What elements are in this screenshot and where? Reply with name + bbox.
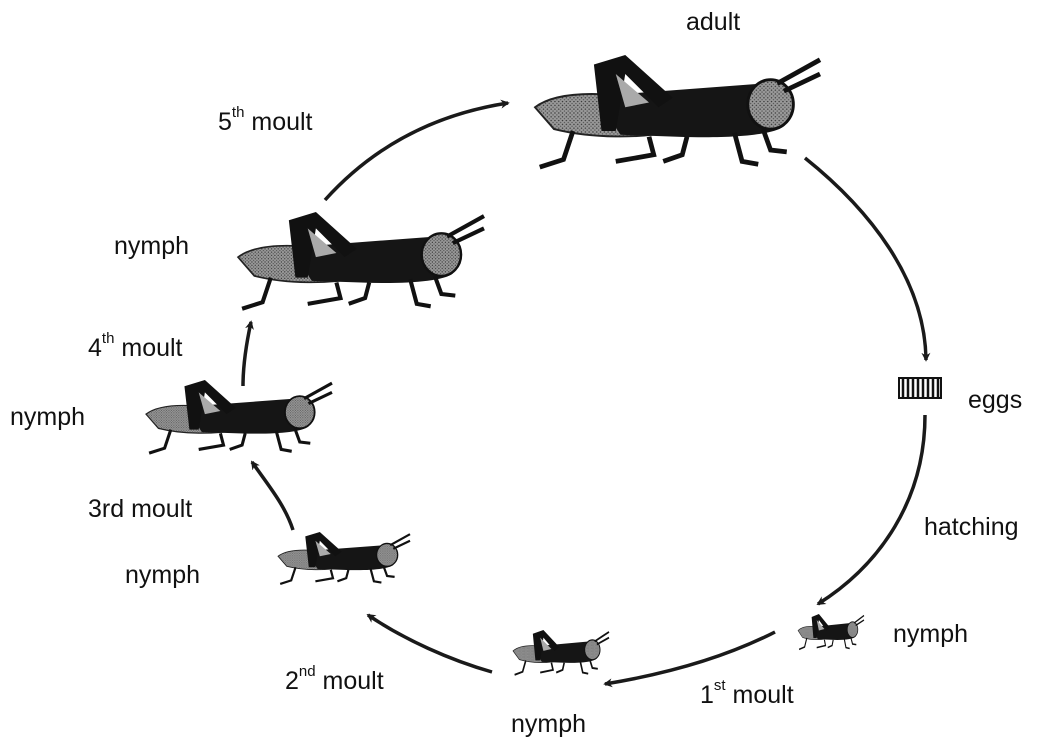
label-nymph-1: nymph bbox=[893, 622, 968, 647]
label-nymph-5: nymph bbox=[114, 234, 189, 259]
eggs-figure bbox=[899, 378, 941, 398]
third-nymph-figure bbox=[278, 532, 410, 584]
first-nymph-figure bbox=[798, 614, 864, 649]
label-eggs: eggs bbox=[968, 388, 1022, 413]
arrow-eggs-to-nymph bbox=[818, 415, 925, 604]
arrow-second-moult bbox=[368, 615, 492, 672]
label-fifth-moult: 5th moult bbox=[218, 110, 313, 135]
moult-number: 2 bbox=[285, 667, 299, 695]
moult-suffix: th bbox=[232, 104, 245, 121]
fifth-nymph-figure bbox=[238, 212, 484, 309]
moult-word: moult bbox=[251, 108, 312, 136]
label-hatching: hatching bbox=[924, 515, 1019, 540]
label-nymph-3: nymph bbox=[125, 563, 200, 588]
moult-number: 1 bbox=[700, 681, 714, 709]
moult-number: 4 bbox=[88, 334, 102, 362]
label-third-moult: 3rd moult bbox=[88, 497, 192, 522]
moult-suffix: st bbox=[714, 677, 726, 694]
moult-word: moult bbox=[121, 334, 182, 362]
label-nymph-2: nymph bbox=[511, 712, 586, 737]
arrow-third-moult bbox=[252, 462, 293, 530]
arrow-fifth-moult bbox=[325, 103, 508, 200]
moult-word: moult bbox=[323, 667, 384, 695]
moult-suffix: nd bbox=[299, 663, 316, 680]
moult-number: 5 bbox=[218, 108, 232, 136]
moult-suffix: th bbox=[102, 330, 115, 347]
adult-grasshopper-figure bbox=[535, 55, 820, 167]
arrow-adult-to-eggs bbox=[805, 158, 926, 360]
second-nymph-figure bbox=[513, 630, 609, 675]
moult-word: moult bbox=[733, 681, 794, 709]
fourth-nymph-figure bbox=[146, 380, 332, 453]
label-fourth-moult: 4th moult bbox=[88, 336, 183, 361]
label-adult: adult bbox=[686, 10, 740, 35]
label-first-moult: 1st moult bbox=[700, 683, 794, 708]
arrow-first-moult bbox=[605, 632, 775, 684]
label-nymph-4: nymph bbox=[10, 405, 85, 430]
label-second-moult: 2nd moult bbox=[285, 669, 384, 694]
arrow-fourth-moult bbox=[243, 322, 251, 386]
